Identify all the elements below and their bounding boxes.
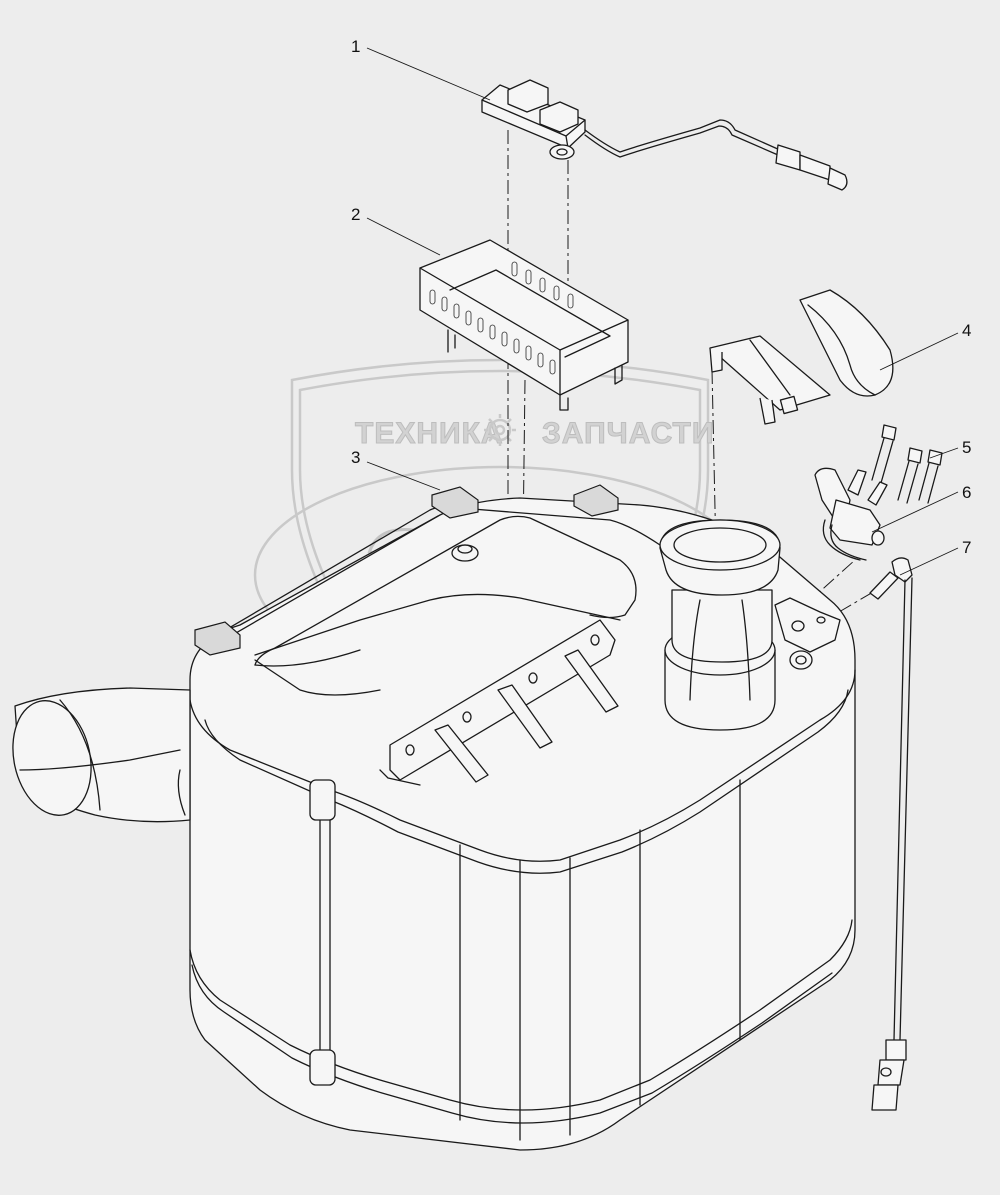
part-5-bolts [871, 424, 943, 504]
filler-neck [659, 519, 781, 731]
callout-1: 1 [351, 37, 360, 56]
callout-3: 3 [351, 448, 360, 467]
callout-numbers: 1 2 3 4 5 6 7 [351, 37, 971, 557]
callout-4: 4 [962, 321, 971, 340]
leader-lines [366, 47, 959, 576]
sender-flange [774, 597, 841, 670]
watermark-left-word: ТЕХНИКА [355, 417, 504, 450]
watermark-gear-icon [484, 414, 516, 446]
part-4-clamp [709, 289, 894, 425]
tank-top-frame [194, 484, 661, 786]
callout-7: 7 [962, 538, 971, 557]
bracket-slots [429, 261, 574, 375]
callout-6: 6 [962, 483, 971, 502]
callout-2: 2 [351, 205, 360, 224]
part-7-level-sensor [869, 557, 913, 1111]
watermark-right-word: ЗАПЧАСТИ [542, 417, 714, 450]
part-2-bracket [419, 239, 629, 411]
callout-5: 5 [962, 438, 971, 457]
part-1-sensor [481, 79, 848, 191]
part-6-sender [814, 467, 888, 561]
inlet-pipe [12, 687, 191, 823]
